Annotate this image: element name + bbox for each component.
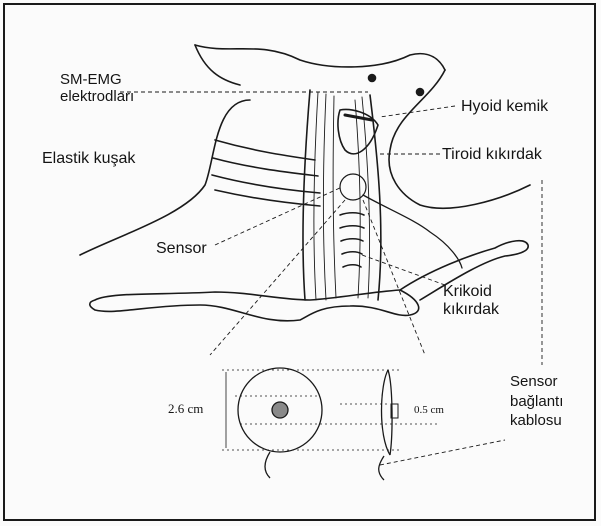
elastic-band-1 <box>215 140 315 160</box>
label-sensor: Sensor <box>156 240 207 258</box>
label-dimension-diameter: 2.6 cm <box>168 402 203 416</box>
label-cricoid-line1: Krikoid <box>443 283 492 300</box>
label-cricoid: Krikoid kıkırdak <box>443 283 499 318</box>
label-cricoid-line2: kıkırdak <box>443 301 499 318</box>
sensor-side-view <box>382 370 391 455</box>
label-thyroid: Tiroid kıkırdak <box>442 146 542 164</box>
muscle-right-edge <box>370 95 381 300</box>
leader-sensor <box>215 187 342 245</box>
label-cable-line2: bağlantı <box>510 393 563 410</box>
label-cable-line3: kablosu <box>510 412 562 429</box>
collarbone <box>90 290 419 321</box>
label-cable: Sensor bağlantı kablosu <box>510 372 563 431</box>
label-electrodes-line1: SM-EMG <box>60 71 122 88</box>
label-elastic: Elastik kuşak <box>42 150 135 168</box>
elastic-band-2 <box>213 158 318 176</box>
label-cable-line1: Sensor <box>510 373 558 390</box>
label-dimension-thickness: 0.5 cm <box>414 404 444 416</box>
label-electrodes-line2: elektrodları <box>60 88 134 105</box>
sensor-core <box>272 402 288 418</box>
leader-cricoid <box>362 255 445 285</box>
label-electrodes: SM-EMG elektrodları <box>60 72 134 105</box>
sensor-cable <box>363 195 462 268</box>
electrode-left <box>369 75 376 82</box>
electrode-right <box>417 89 424 96</box>
leader-hyoid <box>380 106 455 117</box>
chin-outline <box>195 45 445 70</box>
label-hyoid: Hyoid kemik <box>461 98 548 116</box>
sensor-on-neck <box>340 174 366 200</box>
neck-right-contour <box>389 70 530 208</box>
muscle-left-edge <box>303 90 310 300</box>
